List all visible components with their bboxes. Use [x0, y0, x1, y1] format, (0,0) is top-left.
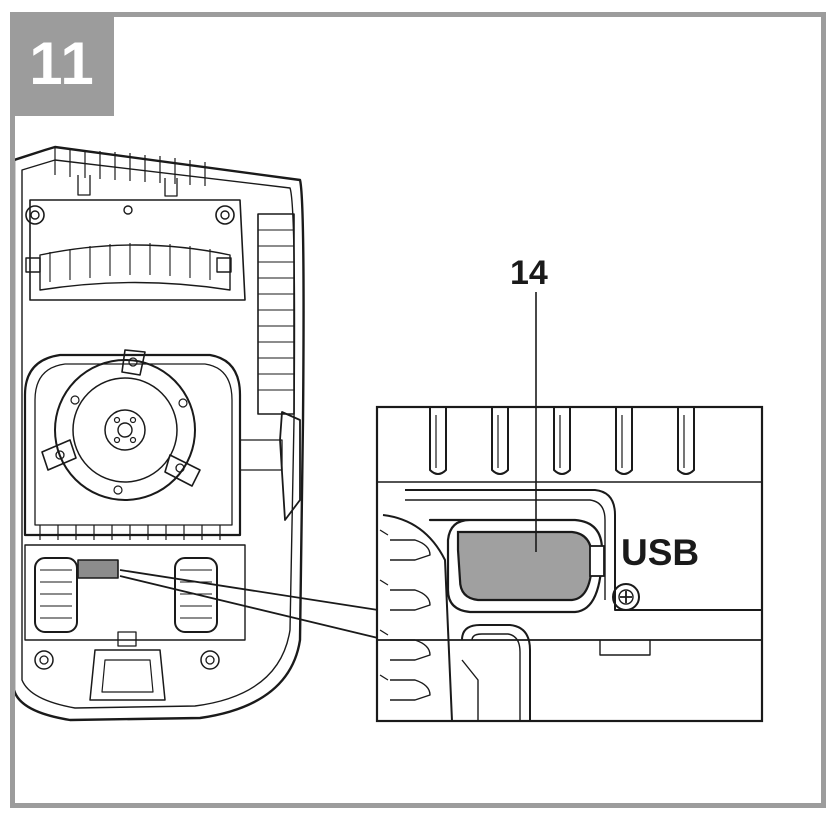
usb-port	[456, 530, 594, 602]
part-callout-14: 14	[510, 254, 548, 292]
step-badge: 11	[10, 12, 114, 116]
rear-wheels	[24, 544, 246, 701]
usb-inset	[377, 407, 762, 721]
usb-label: USB	[621, 532, 700, 573]
blade-deck	[23, 349, 242, 540]
step-number: 11	[29, 30, 95, 97]
